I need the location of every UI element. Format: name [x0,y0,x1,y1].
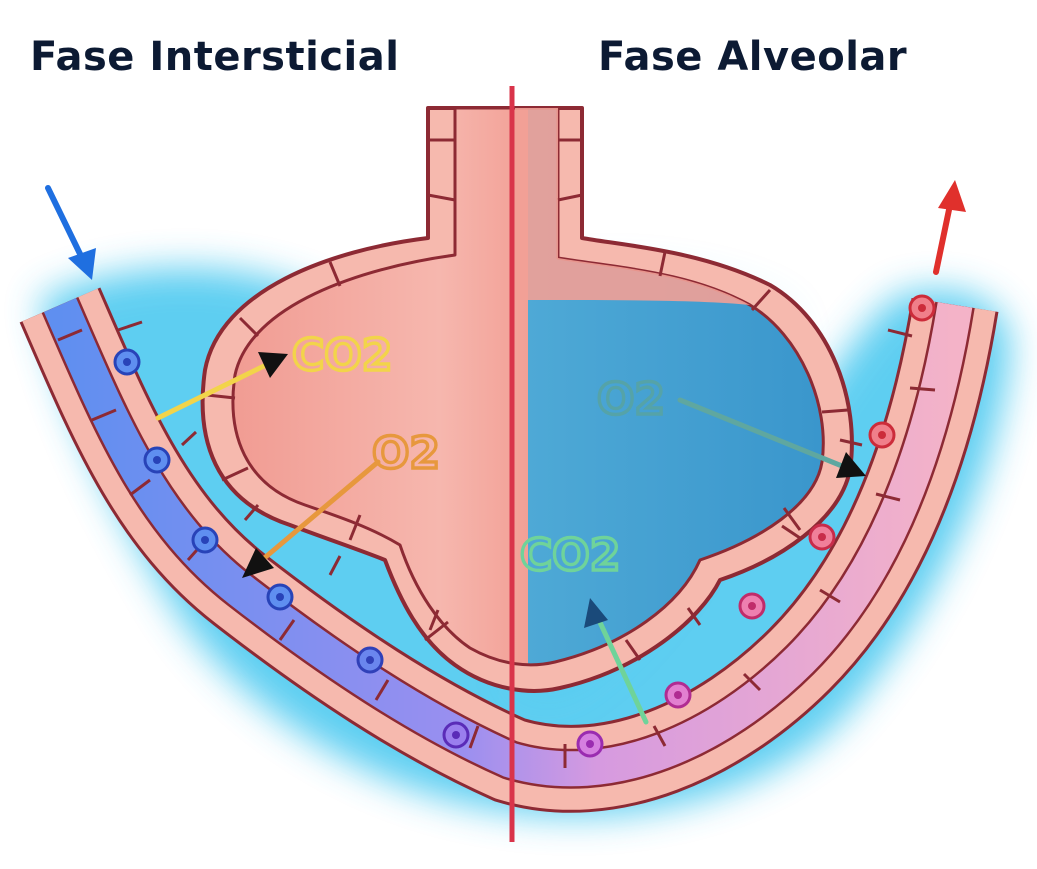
co2-arrow-left [155,352,288,421]
o2-arrow-right [677,397,866,478]
blood-cell [143,446,171,474]
blood-cells [113,294,936,758]
blood-cell [576,730,604,758]
outflow-arrow [933,180,966,275]
blood-cell [356,646,384,674]
alveolus-wall-ticks [206,138,849,661]
o2-label-left: O2 [372,428,440,479]
blood-cell [664,681,692,709]
co2-label-right: CO2 [520,530,620,581]
blood-cell [266,583,294,611]
capillary [19,287,999,813]
capillary-wall-ticks [57,320,936,768]
o2-label-right: O2 [597,374,665,425]
alveolus-lumen [231,106,825,667]
blood-cell [442,721,470,749]
blood-cell [738,592,766,620]
o2-arrow-left [242,459,381,578]
co2-arrow-right [584,598,649,725]
heading-fase-intersticial: Fase Intersticial [30,34,400,80]
blood-cell [113,348,141,376]
blood-cell [191,526,219,554]
blood-cell [808,523,836,551]
inflow-arrow [45,185,96,280]
blood-cell [868,421,896,449]
co2-label-left: CO2 [292,330,392,381]
heading-fase-alveolar: Fase Alveolar [598,34,908,80]
blood-cell [908,294,936,322]
